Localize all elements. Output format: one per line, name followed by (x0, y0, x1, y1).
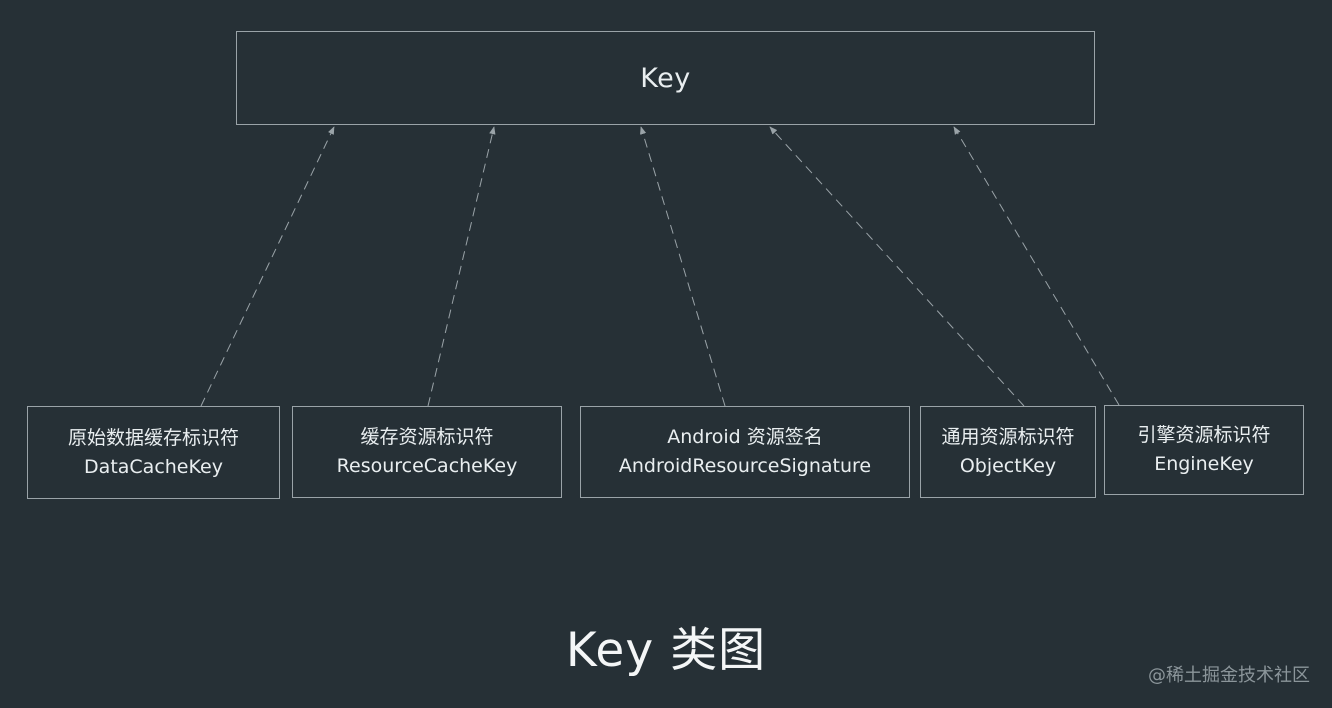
data-cache-key-cn-label: 原始数据缓存标识符 (67, 426, 239, 449)
engine-key-cn-label: 引擎资源标识符 (1137, 424, 1271, 446)
engine-key-en-label: EngineKey (1154, 453, 1254, 475)
android-resource-signature-to-key-arrow (640, 126, 726, 407)
engine-key-to-key-arrow (953, 126, 1120, 406)
android-resource-signature-box: Android 资源签名 AndroidResourceSignature (580, 406, 910, 498)
resource-cache-key-to-key-arrow (427, 126, 496, 407)
diagram-caption: Key 类图 (565, 623, 767, 678)
android-resource-signature-en-label: AndroidResourceSignature (618, 455, 872, 477)
engine-key-box: 引擎资源标识符 EngineKey (1104, 405, 1304, 495)
object-key-box: 通用资源标识符 ObjectKey (920, 406, 1096, 498)
watermark: @稀土掘金技术社区 (1148, 665, 1310, 686)
object-key-cn-label: 通用资源标识符 (941, 426, 1075, 448)
object-key-en-label: ObjectKey (959, 455, 1057, 477)
resource-cache-key-cn-label: 缓存资源标识符 (360, 426, 494, 448)
object-key-to-key-arrow (769, 126, 1025, 407)
key-class-box: Key (236, 31, 1095, 125)
resource-cache-key-en-label: ResourceCacheKey (336, 455, 518, 477)
data-cache-key-to-key-arrow (200, 126, 335, 407)
resource-cache-key-box: 缓存资源标识符 ResourceCacheKey (292, 406, 562, 498)
data-cache-key-box: 原始数据缓存标识符 DataCacheKey (27, 406, 280, 499)
android-resource-signature-cn-label: Android 资源签名 (667, 426, 823, 448)
key-class-label: Key (640, 62, 691, 94)
data-cache-key-en-label: DataCacheKey (84, 455, 223, 478)
